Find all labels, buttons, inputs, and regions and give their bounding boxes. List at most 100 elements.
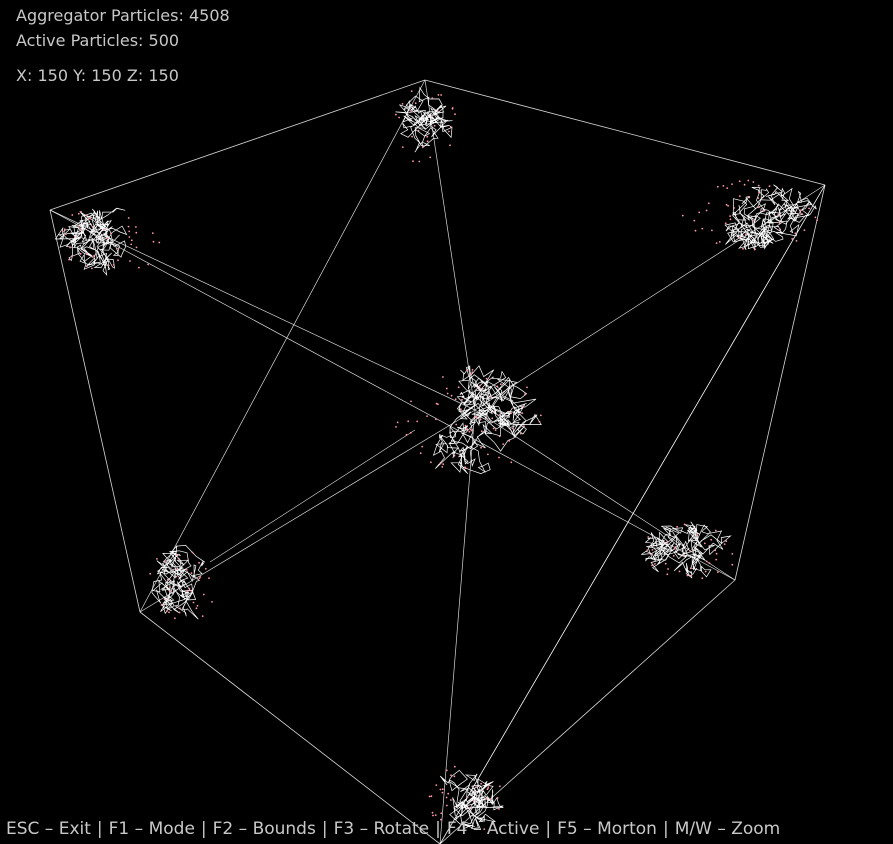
particle [198, 561, 201, 564]
particle [472, 800, 475, 802]
particle [112, 264, 115, 266]
particle [440, 818, 442, 821]
particle-trail [439, 769, 504, 830]
particle [91, 267, 93, 270]
particle [435, 784, 438, 786]
particle [433, 124, 436, 127]
particle [457, 386, 460, 389]
particle [130, 243, 133, 246]
particle [459, 408, 462, 411]
control-hint-morton: F5 – Morton [557, 819, 657, 839]
particle [68, 258, 70, 261]
particle [485, 377, 488, 380]
control-hint-bounds: F2 – Bounds [213, 819, 316, 839]
particle [147, 263, 150, 266]
particle [422, 145, 425, 148]
particle [451, 107, 454, 110]
coord-x-value: 150 [37, 66, 68, 85]
particle [483, 828, 486, 830]
particle [204, 567, 207, 570]
particle [729, 215, 731, 218]
particle [191, 551, 194, 554]
particle [727, 205, 729, 207]
particle [768, 185, 771, 188]
particle [487, 785, 490, 787]
particle [466, 796, 469, 799]
particle [71, 214, 74, 216]
particle [715, 552, 718, 555]
particle [448, 130, 450, 133]
control-action: Exit [58, 819, 91, 839]
particle [466, 428, 469, 431]
particle [87, 217, 90, 220]
particle [707, 202, 710, 205]
particle [198, 577, 201, 580]
particle [103, 228, 105, 231]
connection-line [439, 184, 826, 844]
particle [410, 110, 413, 113]
particle [426, 135, 429, 138]
particle [742, 247, 744, 250]
particle [128, 236, 131, 238]
particle [61, 230, 64, 233]
particle [446, 392, 449, 395]
particle [791, 238, 794, 240]
particle-trail [395, 86, 453, 153]
particle [129, 260, 131, 262]
particle [77, 212, 80, 215]
particle [689, 574, 692, 577]
particle [479, 387, 481, 390]
particle [445, 769, 448, 772]
particle [725, 540, 728, 543]
particle [79, 252, 82, 255]
control-key: M/W [674, 819, 712, 839]
particle [166, 578, 169, 581]
particle [480, 782, 482, 785]
particle [808, 207, 810, 210]
controls-help-bar: ESC – Exit|F1 – Mode|F2 – Bounds|F3 – Ro… [6, 818, 780, 840]
particle [190, 572, 193, 574]
cluster-top [395, 86, 456, 163]
particle [673, 548, 676, 550]
control-action: Morton [597, 819, 657, 839]
particle [158, 241, 161, 244]
particle [69, 246, 71, 249]
control-key: F2 [212, 819, 234, 839]
particle [450, 774, 452, 777]
particle [696, 534, 698, 536]
particle [85, 253, 88, 256]
particle [395, 426, 397, 428]
particle [703, 542, 706, 545]
connection-line [139, 409, 476, 613]
particle [175, 554, 178, 556]
particle [480, 430, 483, 433]
particle [471, 371, 474, 374]
particle [491, 417, 494, 420]
active-label: Active Particles: [16, 31, 144, 50]
particle [716, 571, 719, 573]
particle [441, 791, 444, 794]
particle [715, 242, 718, 245]
particle [86, 265, 88, 267]
particle [434, 814, 437, 816]
bounds-edge [424, 79, 826, 186]
particle [447, 792, 450, 795]
particle [522, 405, 524, 408]
particle [175, 575, 178, 578]
particle [708, 562, 711, 564]
particle [510, 461, 513, 464]
particle [705, 560, 708, 563]
active-value: 500 [148, 31, 180, 50]
particle [401, 103, 404, 105]
particle-trail [432, 364, 542, 475]
particle [453, 454, 456, 457]
particle [778, 222, 781, 225]
particle [747, 179, 750, 182]
particle [138, 266, 140, 269]
particle [428, 795, 431, 798]
particle [799, 211, 802, 214]
particle [453, 775, 456, 778]
particle [716, 185, 719, 188]
controls-separator: | [662, 819, 669, 839]
